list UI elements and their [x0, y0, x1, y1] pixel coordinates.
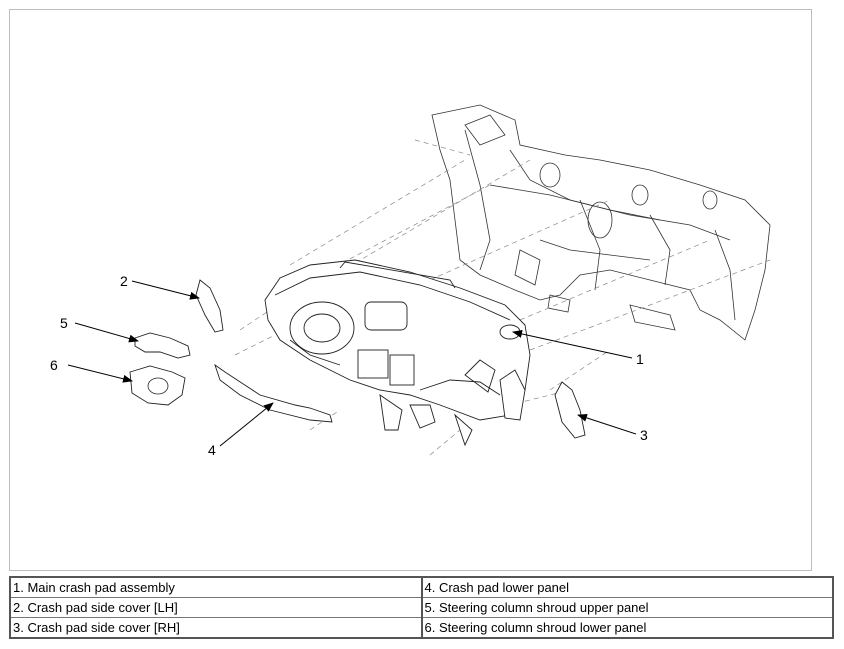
callout-6: 6 — [50, 357, 58, 373]
legend-row: 1. Main crash pad assembly 4. Crash pad … — [9, 576, 834, 598]
callout-5: 5 — [60, 315, 68, 331]
ignition-opening — [147, 377, 169, 395]
crash-pad-side-cover-rh — [554, 381, 586, 439]
legend-row: 2. Crash pad side cover [LH] 5. Steering… — [9, 597, 834, 618]
legend-item-2: 2. Crash pad side cover [LH] — [9, 597, 423, 618]
legend-row: 3. Crash pad side cover [RH] 6. Steering… — [9, 617, 834, 639]
main-crash-pad-assembly — [264, 259, 531, 447]
legend-item-3: 3. Crash pad side cover [RH] — [9, 617, 423, 639]
parts-legend-table: 1. Main crash pad assembly 4. Crash pad … — [9, 576, 834, 639]
callout-2: 2 — [120, 273, 128, 289]
legend-item-1: 1. Main crash pad assembly — [9, 576, 423, 598]
steering-column-shroud-lower — [129, 365, 186, 406]
callout-3: 3 — [640, 427, 648, 443]
exploded-diagram: 2 5 6 4 1 3 — [50, 104, 771, 458]
callout-4: 4 — [208, 442, 216, 458]
legend-item-4: 4. Crash pad lower panel — [421, 576, 834, 598]
steering-column-shroud-upper — [134, 332, 191, 359]
leader-lines — [67, 280, 637, 447]
crash-pad-side-cover-lh — [195, 279, 224, 333]
legend-item-5: 5. Steering column shroud upper panel — [421, 597, 834, 618]
callout-1: 1 — [636, 351, 644, 367]
diagram-frame: 2 5 6 4 1 3 — [9, 9, 812, 571]
crash-pad-lower-panel — [214, 363, 333, 423]
legend-item-6: 6. Steering column shroud lower panel — [421, 617, 834, 639]
cowl-crossmember-frame — [431, 104, 771, 341]
